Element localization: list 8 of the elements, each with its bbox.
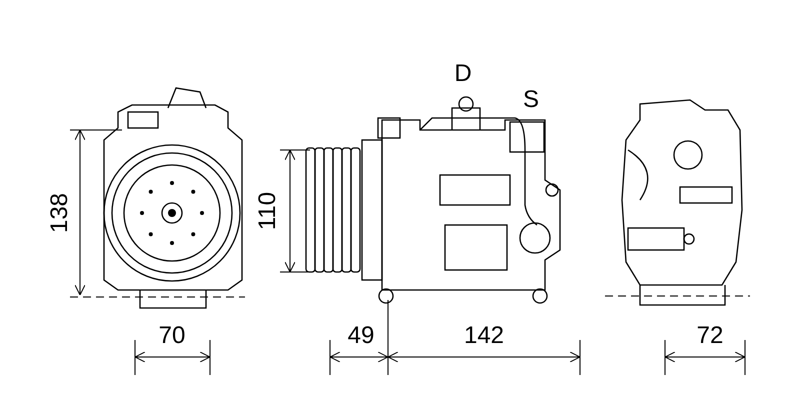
- dimension-label: 49: [348, 324, 374, 348]
- dimension-label: 70: [158, 324, 186, 348]
- port-label: D: [454, 62, 472, 86]
- dimension-label: 72: [696, 324, 724, 348]
- dimension-label: 138: [48, 192, 72, 234]
- port-label: S: [523, 88, 539, 112]
- dimension-label: 110: [256, 192, 280, 230]
- dimension-label: 142: [464, 324, 504, 348]
